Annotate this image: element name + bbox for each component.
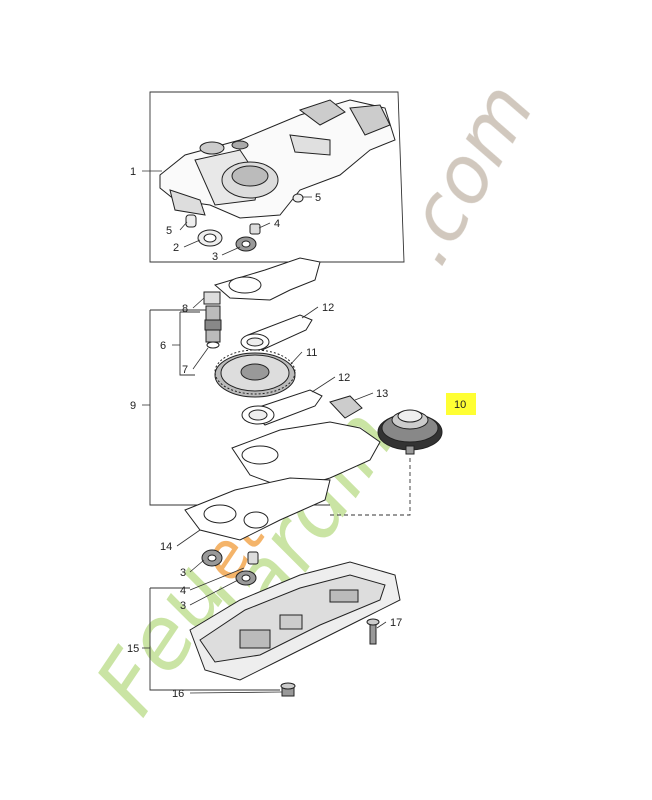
label-13: 13 bbox=[376, 388, 388, 400]
upper-housing-part bbox=[159, 99, 396, 219]
part-13-clip bbox=[329, 395, 363, 419]
label-12-lower: 12 bbox=[338, 372, 350, 384]
part-4-sleeve bbox=[249, 223, 261, 235]
leader-lines bbox=[142, 170, 387, 694]
highlight-box-10 bbox=[446, 393, 476, 415]
label-11: 11 bbox=[306, 347, 317, 359]
dashed-link-10 bbox=[330, 455, 411, 516]
label-4-top: 4 bbox=[274, 218, 280, 230]
part-5-right bbox=[292, 193, 304, 203]
label-6: 6 bbox=[160, 340, 166, 352]
label-16: 16 bbox=[172, 688, 184, 700]
label-5-left: 5 bbox=[166, 225, 172, 237]
label-14: 14 bbox=[160, 541, 172, 553]
gasket-top bbox=[213, 257, 321, 301]
label-9: 9 bbox=[130, 400, 136, 412]
bracket-15 bbox=[149, 588, 280, 691]
part-10-gear bbox=[377, 409, 443, 455]
label-2: 2 bbox=[173, 242, 179, 254]
label-10: 10 bbox=[454, 399, 466, 411]
label-17: 17 bbox=[390, 617, 402, 629]
upper-housing-frame bbox=[149, 91, 405, 263]
part-7-ring bbox=[206, 341, 220, 349]
callouts: 1 5 5 2 4 3 8 6 7 12 11 12 13 9 10 14 3 … bbox=[127, 166, 476, 700]
label-4-bottom: 4 bbox=[180, 585, 186, 597]
lower-housing bbox=[189, 549, 401, 697]
label-3-mid: 3 bbox=[180, 567, 186, 579]
part-14-gasket bbox=[184, 477, 331, 541]
label-1: 1 bbox=[130, 166, 136, 178]
top-small-parts bbox=[185, 193, 304, 252]
label-12-upper: 12 bbox=[322, 302, 334, 314]
part-5-left bbox=[185, 214, 197, 228]
label-8: 8 bbox=[182, 303, 188, 315]
label-5-right: 5 bbox=[315, 192, 321, 204]
label-15: 15 bbox=[127, 643, 139, 655]
label-3-bottom: 3 bbox=[180, 600, 186, 612]
watermark-domain: .com bbox=[379, 69, 553, 280]
part-4-sleeve-lower bbox=[247, 551, 259, 565]
middle-assembly bbox=[184, 257, 381, 541]
part-8-pinion bbox=[203, 291, 221, 305]
bracket-6 bbox=[179, 311, 200, 376]
label-3-top: 3 bbox=[212, 251, 218, 263]
label-7: 7 bbox=[182, 364, 188, 376]
